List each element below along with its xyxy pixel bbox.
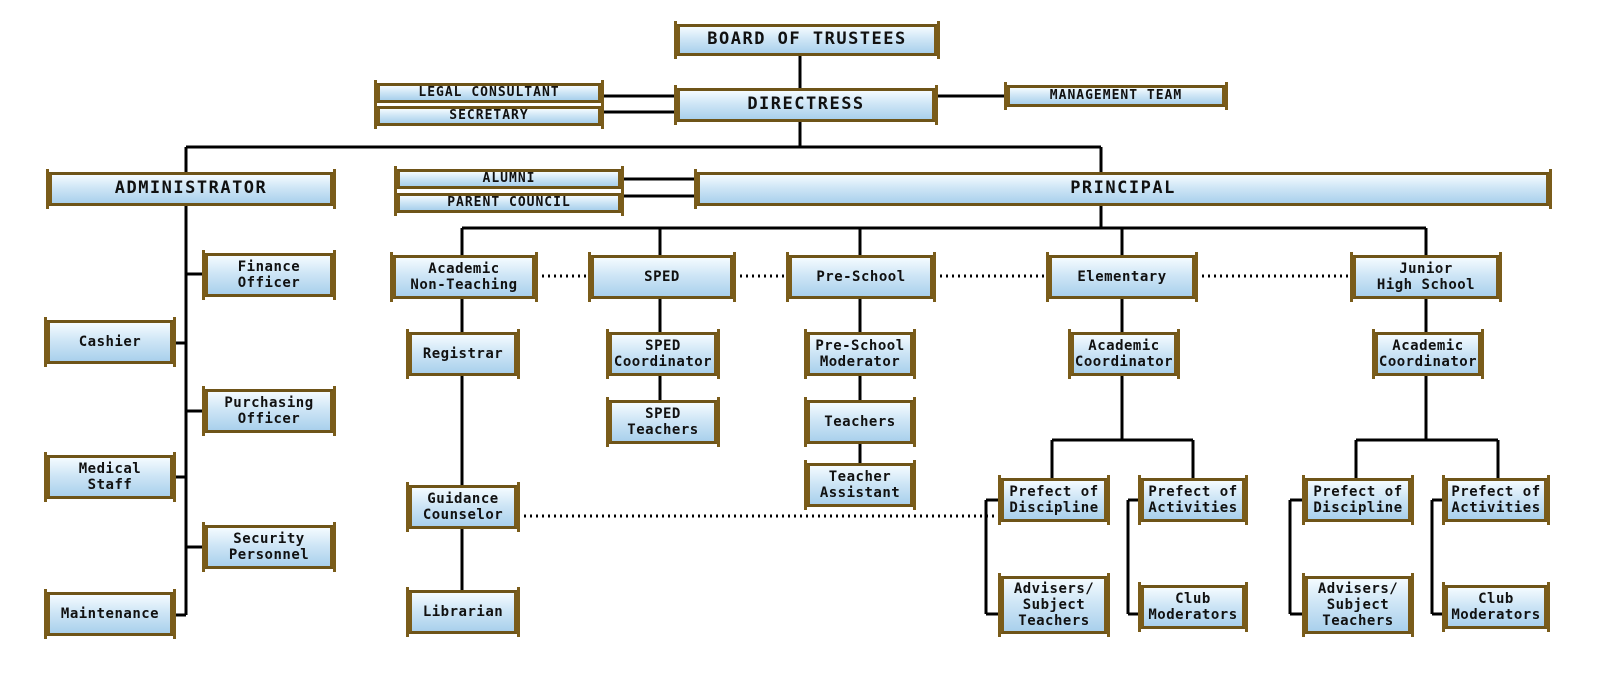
cashier-box: Cashier bbox=[44, 317, 176, 367]
finance-officer-box: Finance Officer bbox=[202, 250, 336, 300]
teachers-box: Teachers bbox=[804, 397, 916, 447]
librarian-box: Librarian bbox=[406, 587, 520, 637]
junior-high-school-box: Junior High School bbox=[1350, 252, 1502, 302]
elem-advisers-box: Advisers/ Subject Teachers bbox=[998, 573, 1110, 637]
jhs-club-moderators-box: Club Moderators bbox=[1442, 582, 1550, 632]
registrar-box: Registrar bbox=[406, 329, 520, 379]
sped-coordinator-box: SPED Coordinator bbox=[606, 329, 720, 379]
parent-council-box: PARENT COUNCIL bbox=[394, 190, 624, 216]
elem-academic-coordinator-box: Academic Coordinator bbox=[1068, 329, 1180, 379]
board-of-trustees-box: BOARD OF TRUSTEES bbox=[674, 21, 940, 59]
alumni-box: ALUMNI bbox=[394, 166, 624, 192]
medical-staff-box: Medical Staff bbox=[44, 452, 176, 502]
academic-non-teaching-box: Academic Non-Teaching bbox=[390, 252, 538, 302]
elem-prefect-activities-box: Prefect of Activities bbox=[1138, 475, 1248, 525]
elementary-box: Elementary bbox=[1046, 252, 1198, 302]
guidance-counselor-box: Guidance Counselor bbox=[406, 482, 520, 532]
management-team-box: MANAGEMENT TEAM bbox=[1004, 82, 1228, 110]
security-personnel-box: Security Personnel bbox=[202, 522, 336, 572]
jhs-prefect-activities-box: Prefect of Activities bbox=[1442, 475, 1550, 525]
jhs-academic-coordinator-box: Academic Coordinator bbox=[1372, 329, 1484, 379]
secretary-box: SECRETARY bbox=[374, 103, 604, 129]
directress-box: DIRECTRESS bbox=[674, 85, 938, 125]
legal-consultant-box: LEGAL CONSULTANT bbox=[374, 80, 604, 106]
elem-prefect-discipline-box: Prefect of Discipline bbox=[998, 475, 1110, 525]
preschool-moderator-box: Pre-School Moderator bbox=[804, 329, 916, 379]
teacher-assistant-box: Teacher Assistant bbox=[804, 460, 916, 510]
administrator-box: ADMINISTRATOR bbox=[46, 169, 336, 209]
purchasing-officer-box: Purchasing Officer bbox=[202, 386, 336, 436]
elem-club-moderators-box: Club Moderators bbox=[1138, 582, 1248, 632]
principal-box: PRINCIPAL bbox=[694, 169, 1552, 209]
sped-box: SPED bbox=[588, 252, 736, 302]
jhs-advisers-box: Advisers/ Subject Teachers bbox=[1302, 573, 1414, 637]
sped-teachers-box: SPED Teachers bbox=[606, 397, 720, 447]
maintenance-box: Maintenance bbox=[44, 589, 176, 639]
jhs-prefect-discipline-box: Prefect of Discipline bbox=[1302, 475, 1414, 525]
preschool-box: Pre-School bbox=[786, 252, 936, 302]
